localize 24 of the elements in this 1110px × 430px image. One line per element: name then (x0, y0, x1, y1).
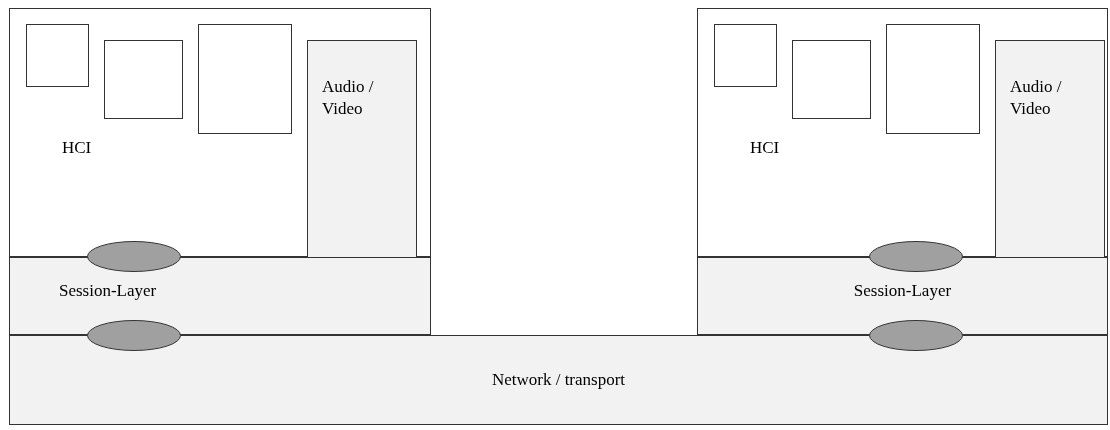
port-ellipse (869, 241, 963, 272)
layer-box (9, 335, 1108, 425)
layer-label: Session-Layer (59, 280, 157, 302)
layer-box (697, 8, 1108, 257)
port-ellipse (87, 320, 181, 351)
layer-label: HCI (750, 137, 780, 159)
module-box (995, 40, 1105, 258)
empty-box (714, 24, 777, 87)
layer-box (9, 257, 431, 335)
empty-box (886, 24, 980, 134)
layer-label: Session-Layer (853, 280, 952, 302)
module-box (307, 40, 417, 258)
layer-label: Network / transport (491, 369, 626, 391)
port-ellipse (869, 320, 963, 351)
layer-box (697, 257, 1108, 335)
empty-box (792, 40, 871, 119)
layer-label: Audio / Video (1010, 76, 1063, 120)
layer-box (9, 8, 431, 257)
layer-label: HCI (62, 137, 92, 159)
empty-box (26, 24, 89, 87)
port-ellipse (87, 241, 181, 272)
layer-label: Audio / Video (322, 76, 375, 120)
empty-box (104, 40, 183, 119)
empty-box (198, 24, 292, 134)
